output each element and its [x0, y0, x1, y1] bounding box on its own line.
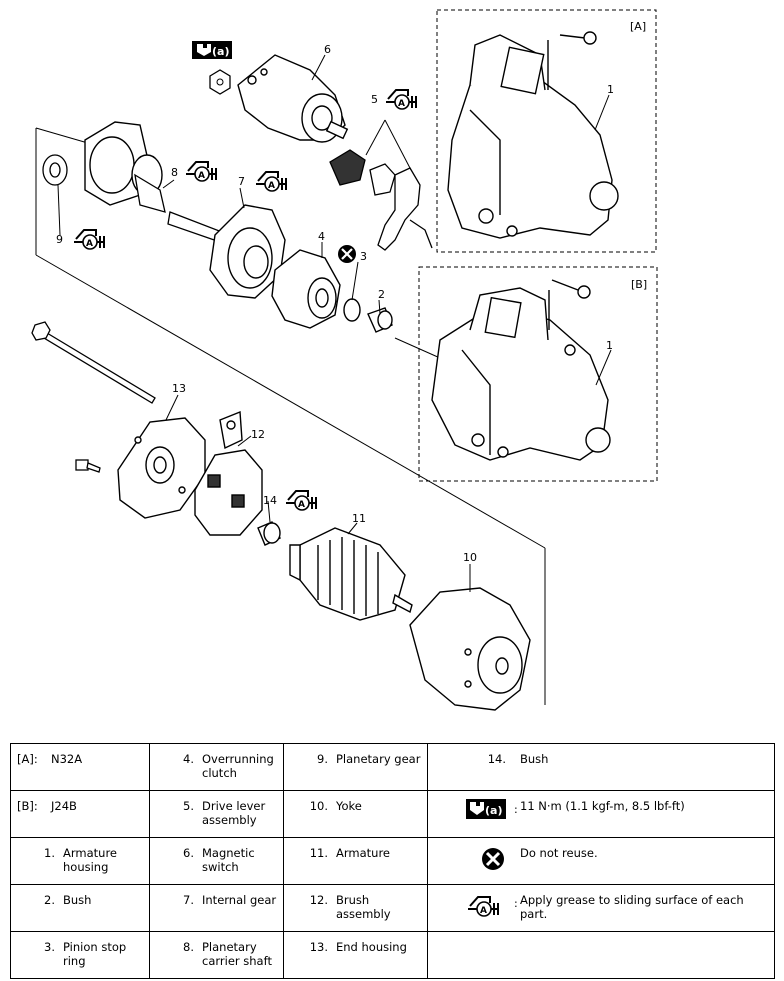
legend-desc: Pinion stop ring: [63, 940, 127, 968]
brush-assembly: [194, 410, 263, 536]
grease-symbol-9: A: [73, 229, 105, 250]
leader-lines: [57, 54, 612, 592]
callout-6: 6: [324, 43, 331, 56]
torque-symbol: (a): [434, 799, 514, 819]
legend-table: [A]: N32A 4. Overrunning clutch 9. Planetar…: [10, 743, 775, 979]
legend-code: [B]:: [17, 799, 38, 813]
legend-desc: N32A: [51, 752, 83, 766]
legend-desc: Yoke: [336, 799, 362, 813]
legend-desc: Planetary gear: [336, 752, 421, 766]
callout-1b: 1: [606, 339, 613, 352]
grease-badge: A: [268, 181, 275, 191]
legend-code: 5.: [183, 799, 194, 813]
legend-code: [A]:: [17, 752, 38, 766]
legend-desc: Internal gear: [202, 893, 277, 907]
legend-code: 6.: [183, 846, 194, 860]
assembly-axis: [35, 127, 546, 705]
callout-9: 9: [56, 233, 63, 246]
callout-2: 2: [378, 288, 385, 301]
legend-code: 14.: [487, 752, 506, 766]
grease-symbol: A: [434, 893, 514, 921]
variant-a-label: [A]: [630, 20, 646, 33]
grease-symbol-14: A: [285, 490, 317, 511]
armature-housing-b: [431, 279, 611, 461]
legend-desc: Armature: [336, 846, 390, 860]
legend-code: 11.: [309, 846, 328, 860]
variant-b-box: [418, 266, 658, 482]
grease-symbol-8: A: [185, 161, 217, 182]
grease-badge: A: [86, 239, 93, 249]
end-screw: [75, 459, 101, 473]
yoke: [409, 587, 531, 711]
grease-badge: A: [480, 906, 487, 916]
rear-bush: [257, 521, 281, 546]
callout-7: 7: [238, 175, 245, 188]
grease-symbol-5: A: [385, 89, 417, 110]
callout-12: 12: [251, 428, 265, 441]
callout-10: 10: [463, 551, 477, 564]
nut-hole: [216, 78, 224, 86]
callout-5: 5: [371, 93, 378, 106]
torque-badge: (a): [212, 45, 229, 58]
planetary-carrier-shaft: [134, 173, 223, 243]
legend-code: 3.: [44, 940, 55, 954]
callout-3: 3: [360, 250, 367, 263]
legend-code: 7.: [183, 893, 194, 907]
planetary-gear: [42, 154, 68, 186]
torque-badge: (a): [485, 804, 502, 817]
do-not-reuse-symbol-diagram: [338, 245, 356, 263]
legend-code: 13.: [309, 940, 328, 954]
through-bolt: [31, 321, 156, 404]
legend-desc: Planetary carrier shaft: [202, 940, 272, 968]
grease-symbol-7: A: [255, 171, 287, 192]
legend-desc: Bush: [520, 752, 549, 766]
legend-desc: Bush: [63, 893, 92, 907]
magnetic-switch: [237, 54, 349, 143]
nut: [209, 69, 231, 95]
callout-14: 14: [263, 494, 277, 507]
legend-code: 4.: [183, 752, 194, 766]
torque-symbol-diagram: (a): [192, 41, 232, 59]
legend-desc: J24B: [51, 799, 77, 813]
grease-badge: A: [298, 500, 305, 510]
end-housing: [117, 417, 206, 519]
callout-1a: 1: [607, 83, 614, 96]
legend-desc: Brush assembly: [336, 893, 391, 921]
legend-code: 2.: [44, 893, 55, 907]
variant-a-box: [436, 9, 657, 253]
callout-4: 4: [318, 230, 325, 243]
variant-b-label: [B]: [631, 278, 647, 291]
grease-badge: A: [398, 99, 405, 109]
callout-11: 11: [352, 512, 366, 525]
pinion-stop-ring: [343, 298, 361, 322]
legend-code: 10.: [309, 799, 328, 813]
armature: [289, 527, 413, 621]
do-not-reuse-text: Do not reuse.: [520, 846, 598, 860]
legend-code: 12.: [309, 893, 328, 907]
grease-badge: A: [198, 171, 205, 181]
overrunning-clutch: [271, 249, 341, 329]
do-not-reuse-symbol: [434, 846, 514, 872]
armature-housing-a: [447, 31, 619, 239]
drive-lever-assembly: [329, 119, 433, 251]
grease-text: Apply grease to sliding surface of each …: [520, 893, 744, 921]
callout-8: 8: [171, 166, 178, 179]
exploded-diagram: [A] [B]: [31, 9, 658, 711]
legend-code: 8.: [183, 940, 194, 954]
gear-housing: [84, 121, 163, 206]
legend-desc: Armature housing: [63, 846, 117, 874]
legend-desc: End housing: [336, 940, 407, 954]
legend-desc: Drive lever assembly: [202, 799, 266, 827]
torque-spec: 11 N·m (1.1 kgf-m, 8.5 lbf-ft): [520, 799, 685, 813]
legend-desc: Overrunning clutch: [202, 752, 274, 780]
callout-13: 13: [172, 382, 186, 395]
legend-code: 1.: [44, 846, 55, 860]
legend-code: 9.: [317, 752, 328, 766]
legend-desc: Magnetic switch: [202, 846, 255, 874]
